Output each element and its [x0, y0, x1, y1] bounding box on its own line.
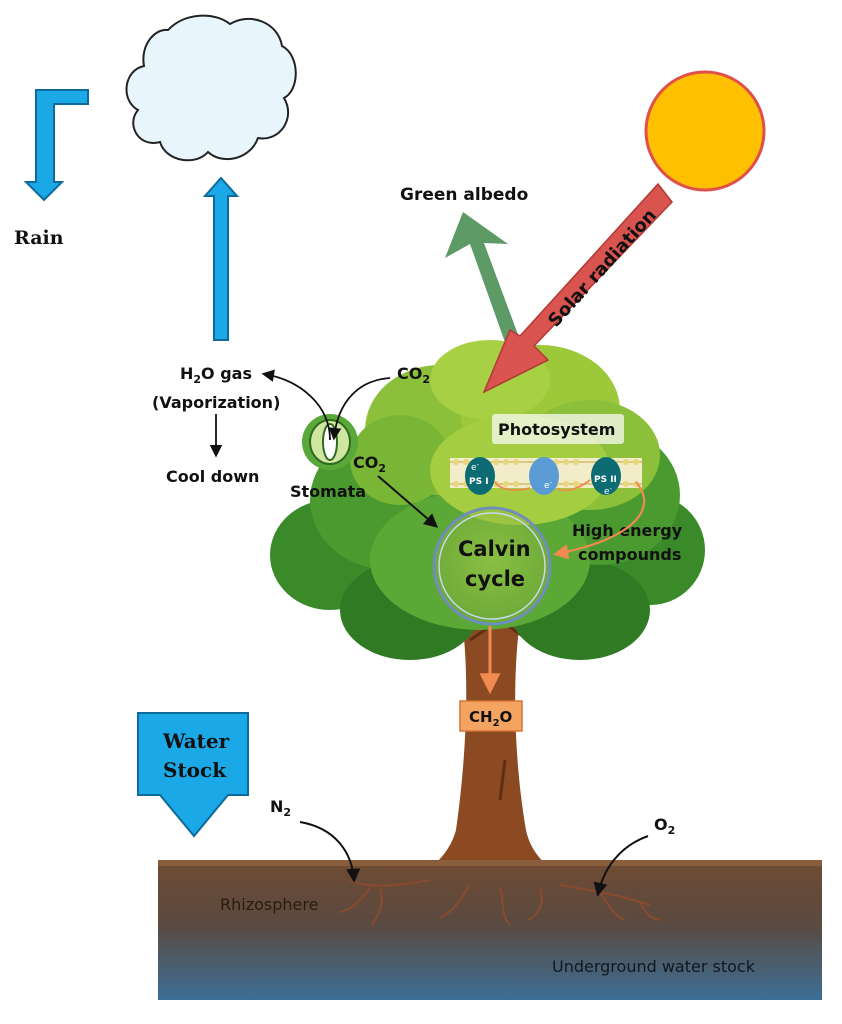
solar-radiation-label: Solar radiation — [544, 205, 661, 331]
cool-down-label: Cool down — [166, 467, 259, 486]
co2-to-calvin-arrow — [377, 475, 439, 528]
calvin-label-line1: Calvin — [458, 537, 531, 561]
svg-text:e-: e- — [604, 485, 613, 497]
green-albedo-arrow — [445, 212, 520, 345]
rain-arrow — [23, 89, 89, 202]
water-stock-label-line1: Water — [162, 729, 230, 753]
calvin-cycle — [432, 506, 552, 626]
ps1-label: PS I — [469, 477, 489, 487]
o2-arrow — [593, 835, 649, 897]
high-energy-arrow — [552, 481, 646, 560]
electron-flow-arrow — [494, 479, 591, 492]
evaporation-arrow — [202, 176, 240, 341]
high-energy-label-line2: compounds — [578, 545, 681, 564]
stomata-icon — [302, 414, 358, 470]
stomata-label: Stomata — [290, 482, 366, 501]
h2o-gas-label: H2O gas — [180, 364, 252, 386]
o2-label: O2 — [654, 815, 675, 837]
n2-arrow — [299, 821, 361, 883]
green-albedo-label: Green albedo — [400, 185, 528, 205]
n2-label: N2 — [270, 797, 291, 819]
high-energy-label-line1: High energy — [572, 521, 683, 540]
sun-icon — [644, 70, 766, 192]
water-stock-label-line2: Stock — [163, 758, 227, 782]
co2-top-label: CO2 — [397, 364, 430, 386]
underground-water-label: Underground water stock — [552, 957, 756, 976]
ch2o-label: CH2O — [469, 708, 512, 729]
ps2-complex: PS II e- — [591, 457, 621, 497]
co2-in-arrow — [328, 377, 391, 441]
solar-radiation-arrow — [482, 182, 673, 394]
ground — [158, 860, 822, 1000]
tree-foliage — [270, 340, 705, 660]
ps2-label: PS II — [594, 475, 617, 485]
calvin-label-line2: cycle — [465, 567, 525, 591]
ch2o-box — [459, 700, 523, 732]
vaporization-label: (Vaporization) — [152, 393, 280, 412]
rain-label: Rain — [14, 227, 64, 249]
water-stock-arrow — [137, 712, 249, 838]
photosystem-label: Photosystem — [498, 420, 615, 439]
electron-carrier: e- — [529, 457, 559, 495]
co2-mid-label: CO2 — [353, 453, 386, 475]
cloud-icon — [125, 14, 297, 162]
svg-text:e-: e- — [544, 479, 553, 491]
rhizosphere-label: Rhizosphere — [220, 895, 318, 914]
svg-text:e-: e- — [471, 461, 480, 473]
ps1-complex: e- PS I — [465, 457, 495, 495]
